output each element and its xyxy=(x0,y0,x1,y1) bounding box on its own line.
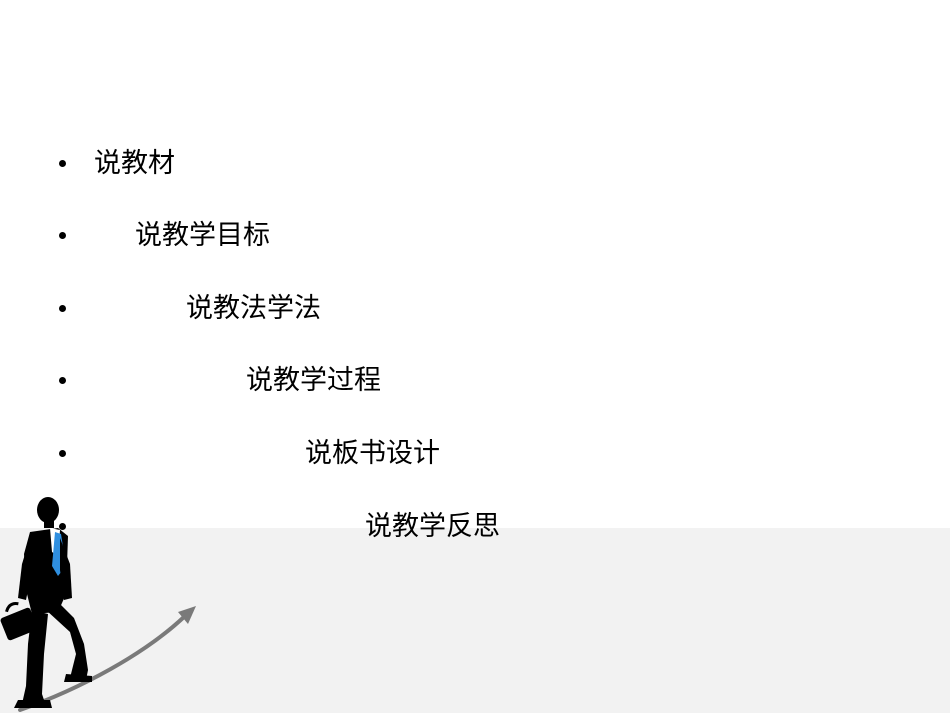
list-item-label: 说板书设计 xyxy=(305,438,440,469)
list-item: 说教学过程 xyxy=(0,363,950,403)
list-item: 说教法学法 xyxy=(0,291,950,331)
list-item-label: 说教材 xyxy=(94,148,175,179)
list-item-label: 说教学过程 xyxy=(246,365,381,396)
arrow-head-icon xyxy=(178,606,196,624)
bullet-icon xyxy=(59,450,66,457)
businessman-climbing-arrow-icon xyxy=(0,497,196,712)
list-item-label: 说教法学法 xyxy=(186,293,321,324)
bullet-icon xyxy=(59,523,66,530)
figure-head xyxy=(37,497,59,523)
list-item-label: 说教学反思 xyxy=(365,511,500,542)
list-item-label: 说教学目标 xyxy=(135,220,270,251)
figure-front-leg xyxy=(46,604,88,680)
bullet-icon xyxy=(59,232,66,239)
figure-rear-leg xyxy=(22,610,48,706)
list-item: 说板书设计 xyxy=(0,436,950,476)
list-item: 说教学反思 xyxy=(0,509,950,549)
bullet-icon xyxy=(59,377,66,384)
bullet-icon xyxy=(59,160,66,167)
list-item: 说教材 xyxy=(0,146,950,186)
briefcase-icon xyxy=(0,607,38,641)
list-item: 说教学目标 xyxy=(0,218,950,258)
floor-band xyxy=(0,528,950,713)
bullet-icon xyxy=(59,305,66,312)
